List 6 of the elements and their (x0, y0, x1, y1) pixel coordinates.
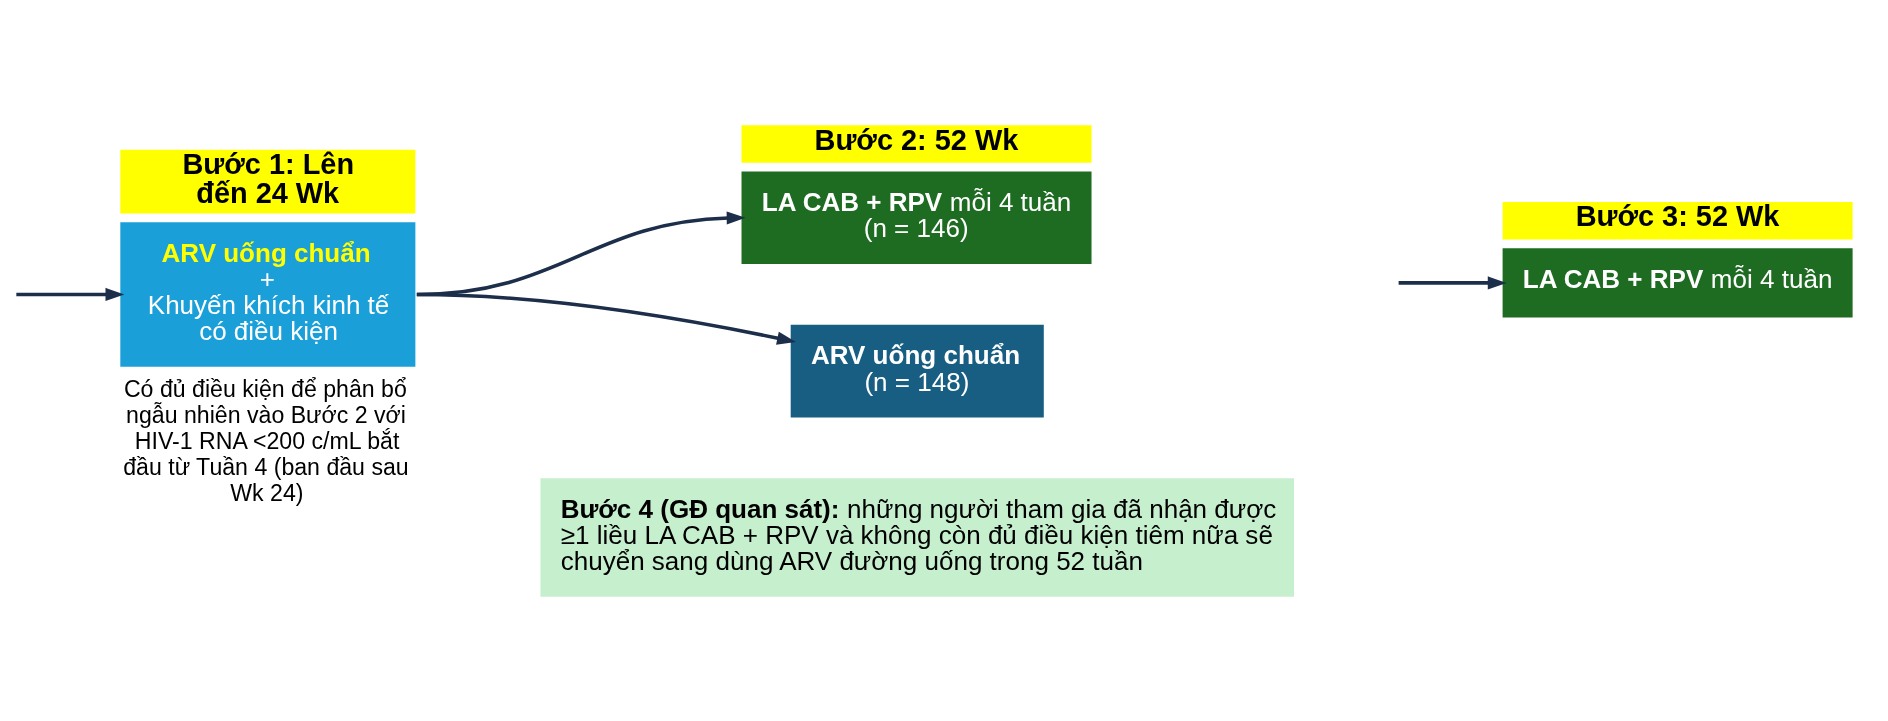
node-label: Có đủ điều kiện để phân bổ ngẫu nhiên vào Bước 2 với HIV-1 RNA <200 c/mL bắt đầu từ Tuần 4 (ban đầu sau Wk 24) (123, 375, 409, 506)
node-box: ARV uống chuẩn (n = 148) (790, 324, 1044, 417)
node-box: Bước 4 (GĐ quan sát): những người tham gia đã nhận được ≥1 liều LA CAB + RPV và không còn đủ điều kiện tiêm nữa sẽ chuyển sang dùng ARV đường uống trong 52 tuần (540, 477, 1294, 597)
arrow (1398, 275, 1507, 289)
arrow (16, 287, 125, 301)
arrow (416, 292, 796, 345)
